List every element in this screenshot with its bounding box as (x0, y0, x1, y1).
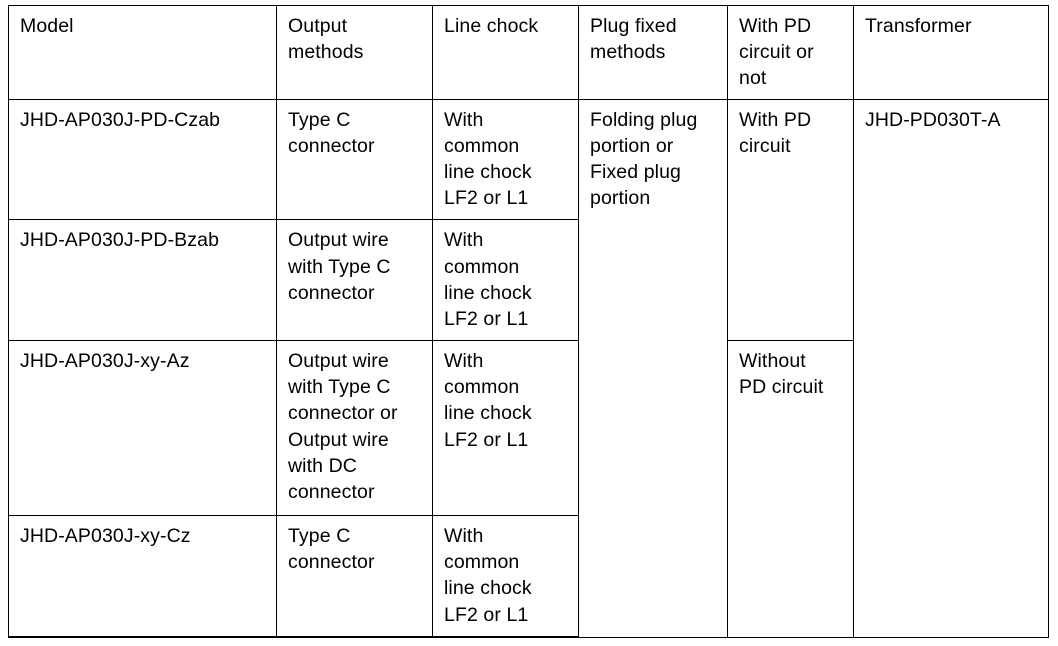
cell-model: JHD-AP030J-PD-Bzab (8, 219, 277, 342)
cell-model-value: JHD-AP030J-xy-Cz (20, 525, 191, 548)
column-header-model-label: Model (20, 15, 74, 37)
table-row: JHD-AP030J-PD-Bzab Output wire with Type… (8, 219, 1049, 342)
column-header-output-methods-label: Output methods (288, 15, 364, 64)
cell-output-methods: Type C connector (276, 515, 433, 639)
cell-transformer-merged: JHD-PD030T-A (853, 98, 1049, 638)
cell-output-methods-value: Type C connector (288, 525, 375, 574)
column-header-plug-fixed-methods: Plug fixed methods (578, 5, 728, 100)
table-header-row: Model Output methods Line chock Plug fix… (8, 5, 1049, 100)
cell-output-methods: Output wire with Type C connector (276, 219, 433, 342)
cell-pd-circuit-without-value: Without PD circuit (739, 350, 824, 399)
column-header-line-chock: Line chock (432, 5, 579, 100)
cell-output-methods-value: Output wire with Type C connector or Out… (288, 350, 398, 503)
cell-line-chock-value: With common line chock LF2 or L1 (444, 525, 532, 626)
table-row: JHD-AP030J-PD-Czab Type C connector With… (8, 98, 1049, 638)
cell-line-chock: With common line chock LF2 or L1 (432, 98, 579, 221)
cell-plug-fixed-methods-value: Folding plug portion or Fixed plug porti… (590, 108, 698, 210)
table-row: JHD-AP030J-xy-Cz Type C connector With c… (8, 515, 1049, 639)
cell-line-chock-value: With common line chock LF2 or L1 (444, 350, 532, 451)
specification-table-container: Model Output methods Line chock Plug fix… (8, 5, 1049, 639)
column-header-pd-circuit-label: With PD circuit or not (739, 15, 814, 90)
cell-model: JHD-AP030J-PD-Czab (8, 98, 277, 221)
column-header-pd-circuit: With PD circuit or not (727, 5, 854, 100)
cell-line-chock: With common line chock LF2 or L1 (432, 340, 579, 517)
column-header-transformer-label: Transformer (865, 15, 972, 37)
cell-line-chock: With common line chock LF2 or L1 (432, 515, 579, 639)
specification-table: Model Output methods Line chock Plug fix… (8, 5, 1049, 639)
cell-output-methods-value: Output wire with Type C connector (288, 229, 391, 304)
cell-transformer-value: JHD-PD030T-A (865, 108, 1001, 131)
column-header-output-methods: Output methods (276, 5, 433, 100)
cell-pd-circuit-with-merged: With PD circuit (727, 98, 854, 342)
column-header-plug-fixed-methods-label: Plug fixed methods (590, 15, 677, 64)
cell-model-value: JHD-AP030J-PD-Czab (20, 108, 221, 131)
cell-model-value: JHD-AP030J-xy-Az (20, 350, 190, 373)
cell-pd-circuit-without-merged: Without PD circuit (727, 340, 854, 638)
cell-line-chock-value: With common line chock LF2 or L1 (444, 229, 532, 330)
cell-plug-fixed-methods-merged: Folding plug portion or Fixed plug porti… (578, 98, 728, 638)
cell-output-methods-value: Type C connector (288, 108, 375, 157)
cell-model-value: JHD-AP030J-PD-Bzab (20, 229, 220, 252)
cell-model: JHD-AP030J-xy-Az (8, 340, 277, 517)
column-header-model: Model (8, 5, 277, 100)
cell-pd-circuit-with-value: With PD circuit (739, 108, 812, 157)
table-row: JHD-AP030J-xy-Az Output wire with Type C… (8, 340, 1049, 638)
cell-model: JHD-AP030J-xy-Cz (8, 515, 277, 639)
cell-output-methods: Type C connector (276, 98, 433, 221)
cell-line-chock-value: With common line chock LF2 or L1 (444, 108, 532, 210)
cell-line-chock: With common line chock LF2 or L1 (432, 219, 579, 342)
cell-output-methods: Output wire with Type C connector or Out… (276, 340, 433, 517)
column-header-transformer: Transformer (853, 5, 1049, 100)
column-header-line-chock-label: Line chock (444, 15, 539, 37)
